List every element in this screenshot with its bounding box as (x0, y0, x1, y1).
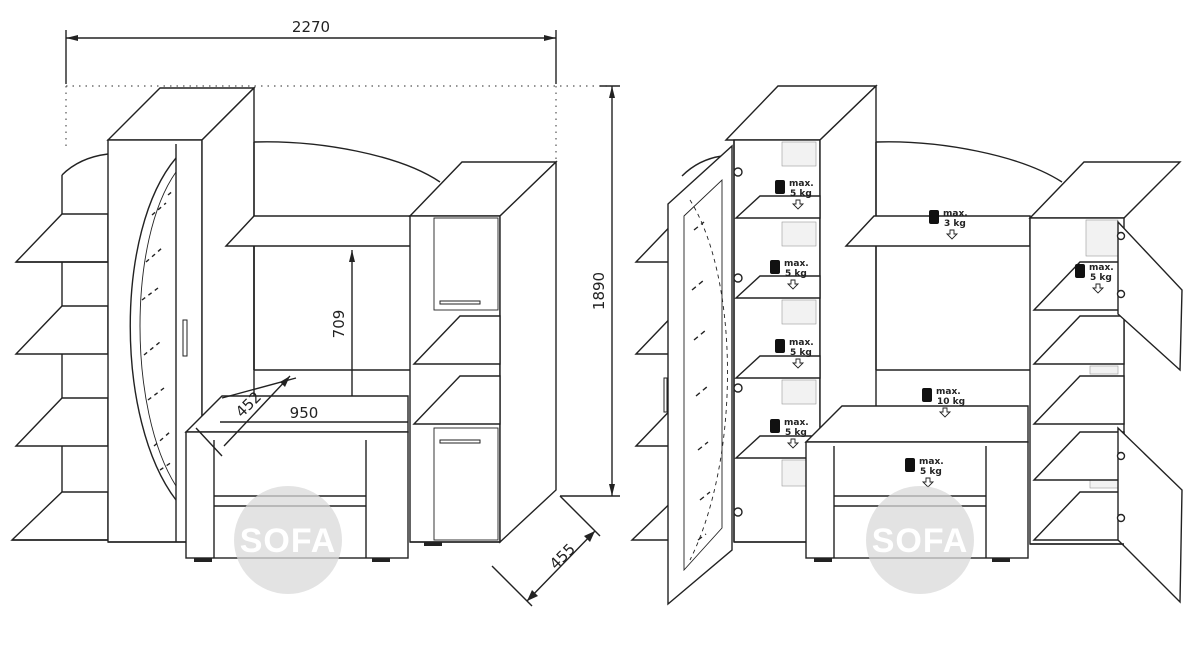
down-arrow-icon (1091, 283, 1105, 294)
down-arrow-icon (938, 407, 952, 418)
load-kg-label: 5 kg (790, 189, 812, 199)
down-arrow-icon (786, 438, 800, 449)
tv-base-width-label: 950 (290, 404, 319, 422)
load-kg-label: 3 kg (944, 219, 966, 229)
load-label: max.5 kg (775, 179, 814, 210)
down-arrow-icon (786, 279, 800, 290)
load-max-label: max. (789, 179, 814, 189)
weight-icon (775, 339, 785, 353)
height-label: 1890 (590, 272, 608, 310)
down-arrow-icon (791, 199, 805, 210)
open-glass-door (663, 144, 733, 606)
load-label: max.5 kg (770, 259, 809, 290)
dimension-drawing: 2270 1890 455 (10, 18, 620, 607)
load-kg-label: 10 kg (937, 397, 965, 407)
load-label: max.5 kg (1075, 263, 1114, 294)
watermark-right: SOFA (866, 486, 974, 594)
load-max-label: max. (784, 259, 809, 269)
down-arrow-icon (945, 229, 959, 240)
watermark-left: SOFA (234, 486, 342, 594)
load-label: max.10 kg (922, 387, 965, 418)
load-max-label: max. (1089, 263, 1114, 273)
load-max-label: max. (919, 457, 944, 467)
load-max-label: max. (943, 209, 968, 219)
weight-icon (775, 180, 785, 194)
down-arrow-icon (921, 477, 935, 488)
height-dimension: 1890 (560, 85, 620, 497)
load-max-label: max. (789, 338, 814, 348)
load-label: max.5 kg (905, 457, 944, 488)
down-arrow-icon (791, 358, 805, 369)
watermark-text-right: SOFA (872, 522, 969, 560)
width-label: 2270 (292, 18, 330, 36)
tv-niche-height-label: 709 (330, 310, 348, 339)
load-max-label: max. (784, 418, 809, 428)
load-label: max.3 kg (929, 209, 968, 240)
load-max-label: max. (936, 387, 961, 397)
right-cabinet (408, 160, 558, 546)
depth-label: 455 (546, 540, 579, 573)
weight-icon (770, 260, 780, 274)
load-label: max.5 kg (770, 418, 809, 449)
back-arch (253, 141, 441, 183)
width-dimension: 2270 (65, 18, 557, 84)
load-label: max.5 kg (775, 338, 814, 369)
right-cabinet-open (1028, 161, 1183, 604)
left-shelf-unit (10, 153, 109, 541)
load-kg-label: 5 kg (785, 428, 807, 438)
load-kg-label: 5 kg (785, 269, 807, 279)
weight-icon (922, 388, 932, 402)
weight-icon (1075, 264, 1085, 278)
load-kg-label: 5 kg (920, 467, 942, 477)
watermark-text: SOFA (240, 522, 337, 560)
load-kg-label: 5 kg (790, 348, 812, 358)
weight-icon (929, 210, 939, 224)
load-kg-label: 5 kg (1090, 273, 1112, 283)
weight-icon (905, 458, 915, 472)
weight-icon (770, 419, 780, 433)
